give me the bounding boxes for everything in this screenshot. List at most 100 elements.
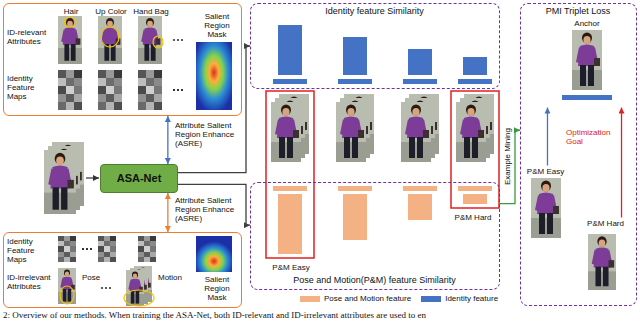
triplet-image xyxy=(531,178,561,238)
pose-motion-thumbnail xyxy=(124,290,154,306)
pose-motion-thumbnail xyxy=(58,266,154,306)
pose-motion-bar xyxy=(273,186,307,191)
edge-label: Attribute Salient Region Enhance (ASRE) xyxy=(174,196,244,224)
attribute-thumbnail xyxy=(58,16,183,64)
gallery-sequence xyxy=(456,102,486,162)
triplet-image xyxy=(531,30,616,290)
salient-mask xyxy=(196,42,232,110)
region-box: PMI Triplet LossAnchorP&M EasyP&M Hard xyxy=(520,3,637,306)
input-sequence xyxy=(44,142,99,214)
node-label: PMI Triplet Loss xyxy=(521,6,635,16)
node-label: Identity Feature Maps xyxy=(7,74,55,102)
pose-motion-thumbnail xyxy=(101,287,103,289)
region-box: Identity feature Similarity xyxy=(250,3,500,89)
edge-label: Attribute Salient Region Enhance (ASRE) xyxy=(174,121,242,149)
node-label: Salient Region Mask xyxy=(194,12,240,40)
node-label: Up Color xyxy=(91,7,131,16)
salient-mask xyxy=(196,236,232,272)
legend: Pose and Motion feature Identity feature xyxy=(300,294,498,303)
identity-bar xyxy=(273,79,307,84)
input-sequence xyxy=(44,150,76,214)
gallery-sequence xyxy=(271,94,494,162)
node-label: Pose and Motion(P&M) feature Similarity xyxy=(251,275,498,285)
highlight-frame xyxy=(266,91,314,258)
node-label: Salient Region Mask xyxy=(194,275,240,303)
connector xyxy=(167,116,168,164)
node-label: ID-relevant Attributes xyxy=(7,28,55,46)
node-label: Pose xyxy=(82,273,112,282)
node-label: Identity feature Similarity xyxy=(251,6,498,16)
pose-motion-thumbnail xyxy=(60,286,74,304)
legend-swatch xyxy=(300,296,320,302)
feature-map xyxy=(90,248,92,250)
node-label: Motion xyxy=(158,273,190,282)
node-label: P&M Hard xyxy=(580,219,632,228)
salient-mask xyxy=(196,42,232,272)
feature-map xyxy=(138,70,162,110)
pose-motion-bar xyxy=(458,186,492,191)
legend-item: Pose and Motion feature xyxy=(300,294,411,303)
connector xyxy=(167,193,168,232)
connector xyxy=(178,46,250,173)
identity-bar xyxy=(458,79,492,84)
pose-motion-thumbnail xyxy=(58,268,76,304)
pose-motion-thumbnail xyxy=(109,287,111,289)
attribute-thumbnail xyxy=(138,16,162,64)
node-label: ID-irrelevant Attributes xyxy=(7,273,55,291)
input-sequence xyxy=(86,177,99,178)
pose-motion-bar xyxy=(403,186,437,191)
feature-map xyxy=(177,89,179,91)
attribute-thumbnail xyxy=(173,39,175,41)
node-label: Hand Bag xyxy=(131,7,171,16)
legend-text: Pose and Motion feature xyxy=(324,294,411,303)
identity-bar xyxy=(403,79,437,84)
attribute-thumbnail xyxy=(58,16,82,64)
gallery-sequence xyxy=(401,102,431,162)
image-group: P&M Hard xyxy=(580,218,632,302)
feature-map xyxy=(86,248,88,250)
edge-label: Example Mining xyxy=(502,127,511,186)
pose-motion-bar xyxy=(463,194,487,204)
connector xyxy=(621,108,622,218)
feature-map xyxy=(58,70,82,110)
region-box: Pose and Motion(P&M) feature Similarity P… xyxy=(250,182,500,290)
attribute-thumbnail xyxy=(153,36,163,48)
connector xyxy=(547,108,548,166)
triplet-image xyxy=(562,95,612,100)
node-label: P&M Hard xyxy=(449,213,497,222)
attribute-panel: ID-relevant AttributesIdentity Feature M… xyxy=(3,3,242,116)
attribute-thumbnail xyxy=(101,27,119,47)
node-label: Identity Feature Maps xyxy=(7,237,55,265)
pose-motion-thumbnail xyxy=(126,270,144,306)
attribute-thumbnail xyxy=(64,17,76,27)
network-box: ASA-Net xyxy=(100,164,178,193)
image-group: P&M Easy xyxy=(524,166,568,242)
pose-motion-thumbnail xyxy=(105,287,107,289)
identity-bar xyxy=(463,57,487,75)
identity-bar xyxy=(338,79,372,84)
node-label: ASA-Net xyxy=(101,165,177,191)
triplet-image xyxy=(588,234,616,290)
legend-text: Identity feature xyxy=(445,294,498,303)
gallery-sequence xyxy=(271,102,301,162)
node-label: Hair xyxy=(51,7,91,16)
pose-motion-bar xyxy=(338,186,372,191)
attribute-thumbnail xyxy=(98,16,122,64)
feature-map xyxy=(82,248,84,250)
identity-bar xyxy=(408,49,432,75)
feature-map xyxy=(98,236,116,262)
legend-swatch xyxy=(421,296,441,302)
edge-label: Optimization Goal xyxy=(565,128,619,146)
highlight-frame xyxy=(451,91,499,208)
legend-item: Identity feature xyxy=(421,294,498,303)
feature-map xyxy=(58,236,76,262)
pose-motion-bar xyxy=(343,194,367,240)
triplet-image xyxy=(572,30,602,90)
gallery-sequence xyxy=(336,102,366,162)
image-group: Anchor xyxy=(545,18,630,108)
feature-map xyxy=(181,89,183,91)
node-label: P&M Easy xyxy=(524,167,568,176)
highlight-frame xyxy=(266,91,499,258)
feature-map xyxy=(173,89,175,91)
